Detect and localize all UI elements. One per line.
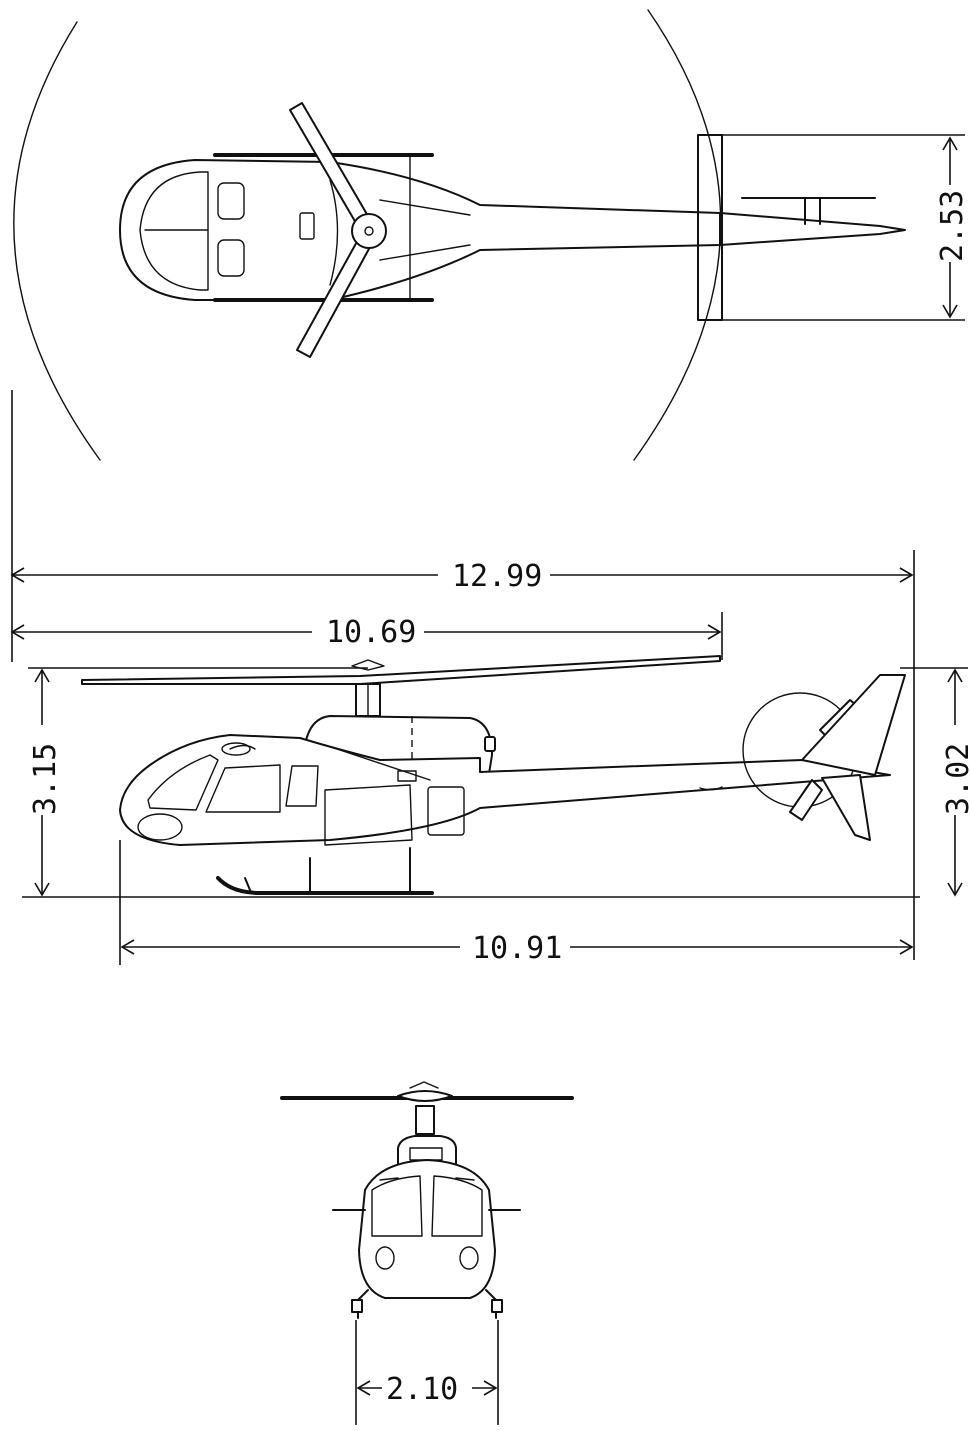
tail-span-label: 2.53 — [935, 190, 970, 262]
fuselage-length-label: 10.91 — [472, 931, 562, 966]
main-rotor-top — [289, 102, 387, 358]
cockpit-window-side — [205, 764, 281, 813]
dimension-rotor-height: 3.15 — [28, 667, 368, 897]
dimension-tail-span: 2.53 — [722, 134, 970, 321]
tail-boom-top — [719, 212, 906, 246]
skid-track-label: 2.10 — [386, 1372, 458, 1407]
fuselage-side-outline — [119, 734, 891, 846]
landing-skid-side — [216, 876, 434, 895]
windshield-front-right — [431, 1175, 483, 1237]
horizontal-stabilizer-top — [741, 197, 876, 225]
dimension-overall-length: 12.99 — [10, 390, 915, 960]
fuselage-front-outline — [358, 1159, 496, 1299]
fuselage-top-outline — [119, 159, 721, 301]
dimension-rotor-diameter: 10.69 — [10, 612, 723, 660]
cabin-hatch-top — [299, 212, 315, 240]
helicopter-front-view — [280, 1081, 574, 1319]
overall-length-label: 12.99 — [452, 559, 542, 594]
cockpit-canopy-top — [139, 171, 209, 291]
window-top-2 — [217, 239, 245, 277]
rotor-height-label: 3.15 — [28, 743, 63, 815]
chin-window-side — [137, 813, 183, 841]
dimension-skid-track: 2.10 — [355, 1320, 499, 1425]
helicopter-top-view — [13, 9, 906, 461]
front-windshield-side — [147, 754, 219, 811]
windshield-front-left — [371, 1175, 423, 1237]
vertical-fin-side — [801, 674, 906, 776]
cabin-window-side — [285, 765, 319, 807]
rotor-diameter-label: 10.69 — [326, 615, 416, 650]
dimension-tail-height: 3.02 — [900, 667, 970, 897]
ventral-fin-side — [821, 774, 871, 841]
dimension-fuselage-length: 10.91 — [119, 840, 914, 966]
window-top-1 — [217, 182, 245, 220]
rotor-disc-arc-left — [13, 21, 101, 461]
baggage-door-side — [427, 786, 465, 836]
cabin-door-side — [324, 784, 413, 846]
helicopter-side-view — [22, 655, 920, 898]
tail-height-label: 3.02 — [941, 743, 970, 815]
main-rotor-side — [81, 655, 721, 685]
